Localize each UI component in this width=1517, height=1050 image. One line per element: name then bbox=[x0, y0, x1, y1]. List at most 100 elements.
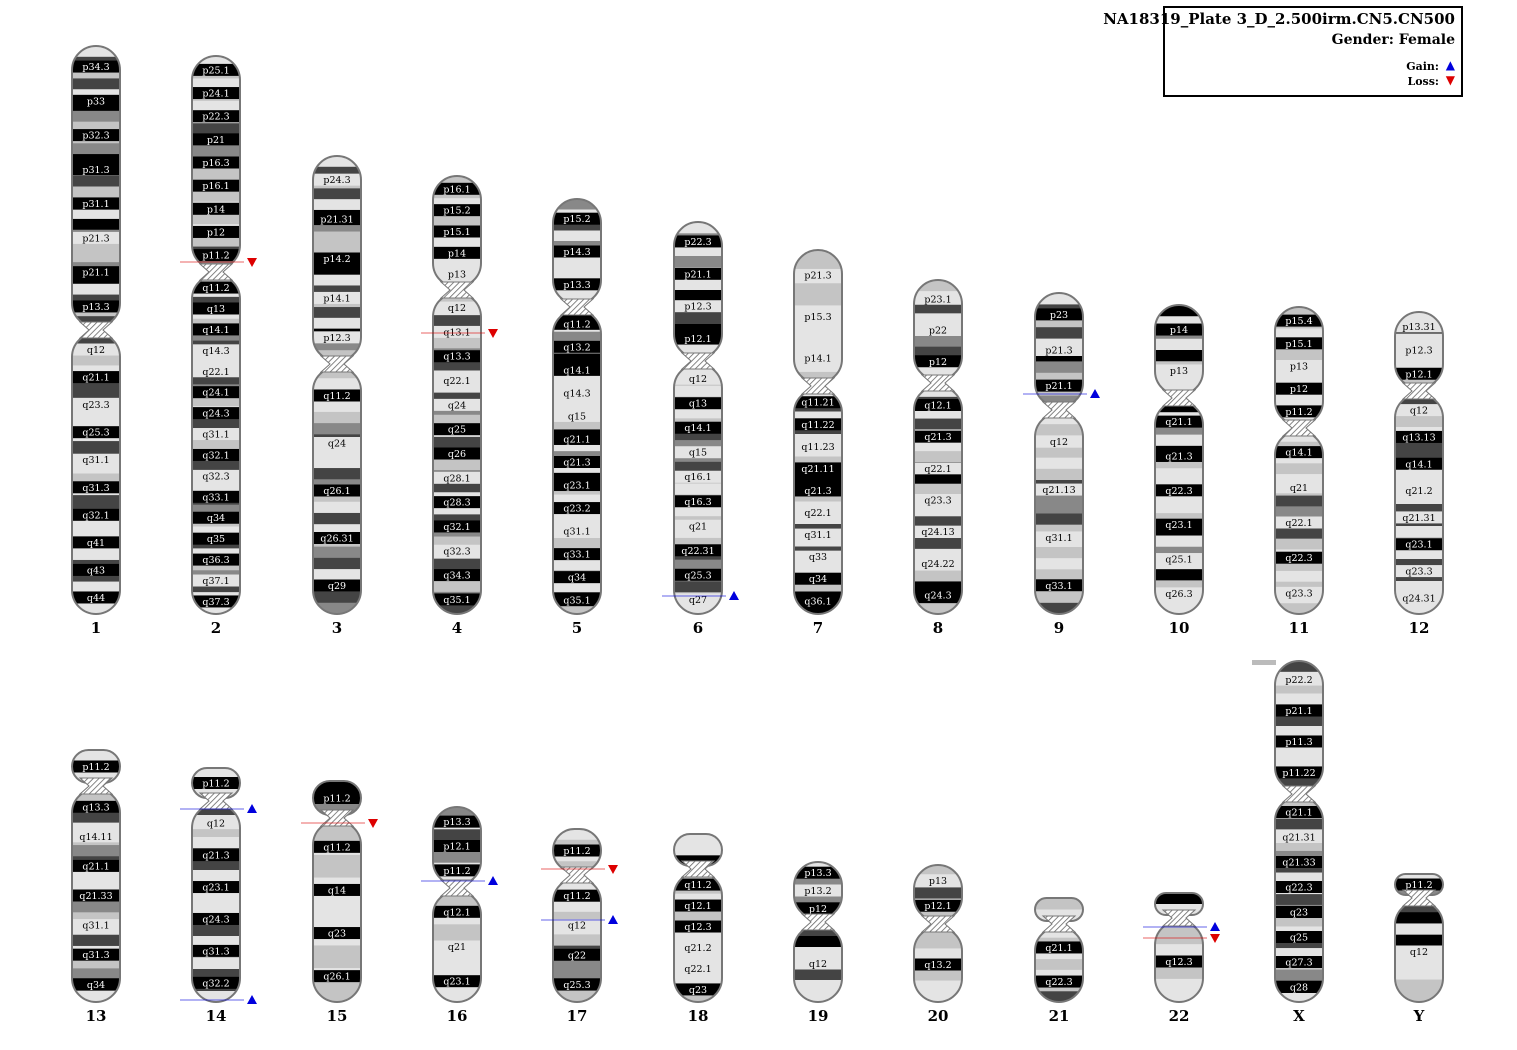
band-label: q11.2 bbox=[563, 319, 590, 330]
chromosome-11-stripe bbox=[1275, 570, 1323, 583]
chromosome-5-stripe bbox=[553, 581, 601, 593]
centromere bbox=[800, 377, 836, 395]
chromosome-10-stripe bbox=[1155, 501, 1203, 514]
chromosome-X-stripe bbox=[1275, 948, 1323, 960]
band-label: p13.3 bbox=[82, 302, 109, 313]
band-label: p12 bbox=[1290, 384, 1308, 395]
band-label: q12 bbox=[207, 819, 225, 830]
chromosome-18-stripe bbox=[674, 991, 722, 1002]
chromosome-1-stripe bbox=[72, 154, 120, 166]
chromosome-9-stripe bbox=[1035, 315, 1083, 328]
chromosome-12: p13.31p12.3p12.1q12q13.13q14.1q21.2q21.3… bbox=[1394, 311, 1444, 637]
band-label: q21.3 bbox=[563, 458, 590, 469]
centromere bbox=[1281, 419, 1317, 437]
chromosome-2-band bbox=[192, 179, 240, 192]
loss-marker bbox=[421, 329, 498, 338]
chromosome-1-stripe bbox=[72, 333, 120, 345]
band-label: q21.3 bbox=[202, 851, 229, 862]
chromosome-14-band bbox=[192, 912, 240, 925]
chromosome-9-stripe bbox=[1035, 524, 1083, 537]
band-label: p34.3 bbox=[82, 62, 109, 73]
chromosome-8-stripe bbox=[914, 570, 962, 582]
chromosome-2-stripe bbox=[192, 351, 240, 363]
chromosome-13-stripe bbox=[72, 934, 120, 947]
chromosome-22-stripe bbox=[1155, 944, 1203, 957]
band-label: q21.1 bbox=[563, 434, 590, 445]
band-label: p11.2 bbox=[323, 794, 350, 805]
chromosome-4-band bbox=[433, 268, 481, 281]
chromosome-8-stripe bbox=[914, 483, 962, 496]
chromosome-19-stripe bbox=[794, 896, 842, 909]
chromosome-4-stripe bbox=[433, 536, 481, 549]
band-label: p33 bbox=[87, 96, 105, 107]
chromosome-16-stripe bbox=[433, 990, 481, 1002]
band-label: q12 bbox=[448, 303, 466, 314]
band-label: p12 bbox=[929, 357, 947, 368]
band-label: q21.1 bbox=[82, 373, 109, 384]
chromosome-1-stripe bbox=[72, 143, 120, 155]
chromosome-10-band bbox=[1155, 364, 1203, 377]
chromosome-number-label: 2 bbox=[211, 619, 221, 637]
chromosome-7-stripe bbox=[794, 283, 842, 295]
band-label: q22.31 bbox=[681, 546, 714, 557]
band-label: q24.22 bbox=[921, 559, 954, 570]
chromosome-3-band bbox=[313, 173, 361, 186]
chromosome-5-band bbox=[553, 456, 601, 468]
chromosome-19-stripe bbox=[794, 936, 842, 948]
band-label: q13.3 bbox=[443, 352, 470, 363]
chromosome-22-band bbox=[1155, 955, 1203, 968]
chromosome-13-stripe bbox=[72, 822, 120, 835]
chromosome-18-stripe bbox=[674, 872, 722, 884]
chromosome-7-band bbox=[794, 352, 842, 365]
centromere bbox=[1161, 389, 1197, 407]
chromosome-15-stripe bbox=[313, 821, 361, 833]
chromosome-4-stripe bbox=[433, 359, 481, 371]
chromosome-10-stripe bbox=[1155, 434, 1203, 447]
chromosome-6-stripe bbox=[674, 222, 722, 234]
chromosome-8-stripe bbox=[914, 451, 962, 463]
chromosome-7-band bbox=[794, 484, 842, 497]
band-label: q23.1 bbox=[563, 481, 590, 492]
chromosome-3-stripe bbox=[313, 411, 361, 424]
chromosome-15-stripe bbox=[313, 900, 361, 912]
band-label: p16.1 bbox=[202, 181, 229, 192]
gain-triangle-icon bbox=[608, 915, 618, 924]
chromosome-5-stripe bbox=[553, 559, 601, 572]
chromosome-11-stripe bbox=[1275, 349, 1323, 362]
chromosome-9-stripe bbox=[1035, 502, 1083, 514]
chromosome-9-band bbox=[1035, 379, 1083, 392]
chromosome-number-label: 5 bbox=[572, 619, 582, 637]
chromosome-16-band bbox=[433, 905, 481, 918]
chromosome-13-stripe bbox=[72, 750, 120, 762]
chromosome-1-stripe bbox=[72, 294, 120, 306]
loss-triangle-icon bbox=[488, 329, 498, 338]
chromosome-1-stripe bbox=[72, 272, 120, 285]
chromosome-5-band bbox=[553, 245, 601, 258]
chromosome-3-stripe bbox=[313, 445, 361, 458]
loss-triangle-icon bbox=[368, 819, 378, 828]
chromosome-6-band bbox=[674, 372, 722, 385]
chromosome-1-stripe bbox=[72, 67, 120, 79]
chromosome-21-stripe bbox=[1035, 969, 1083, 982]
chromosome-12-stripe bbox=[1395, 526, 1443, 538]
band-label: q35 bbox=[207, 534, 225, 545]
chromosome-18-stripe bbox=[674, 969, 722, 981]
chromosome-8-stripe bbox=[914, 538, 962, 550]
chromosome-3-band bbox=[313, 532, 361, 544]
chromosome-12-stripe bbox=[1395, 471, 1443, 483]
chromosome-4-band bbox=[433, 325, 481, 338]
chromosome-3-stripe bbox=[313, 367, 361, 379]
band-label: q26.1 bbox=[323, 486, 350, 497]
chromosome-11-band bbox=[1275, 516, 1323, 529]
band-label: p12.3 bbox=[1405, 346, 1432, 357]
chromosome-6-stripe bbox=[674, 581, 722, 593]
chromosome-X-stripe bbox=[1275, 661, 1323, 673]
chromosome-X-stripe bbox=[1275, 758, 1323, 770]
chromosome-2-stripe bbox=[192, 123, 240, 135]
chromosome-7-band bbox=[794, 594, 842, 607]
band-label: q21.13 bbox=[1042, 485, 1075, 496]
